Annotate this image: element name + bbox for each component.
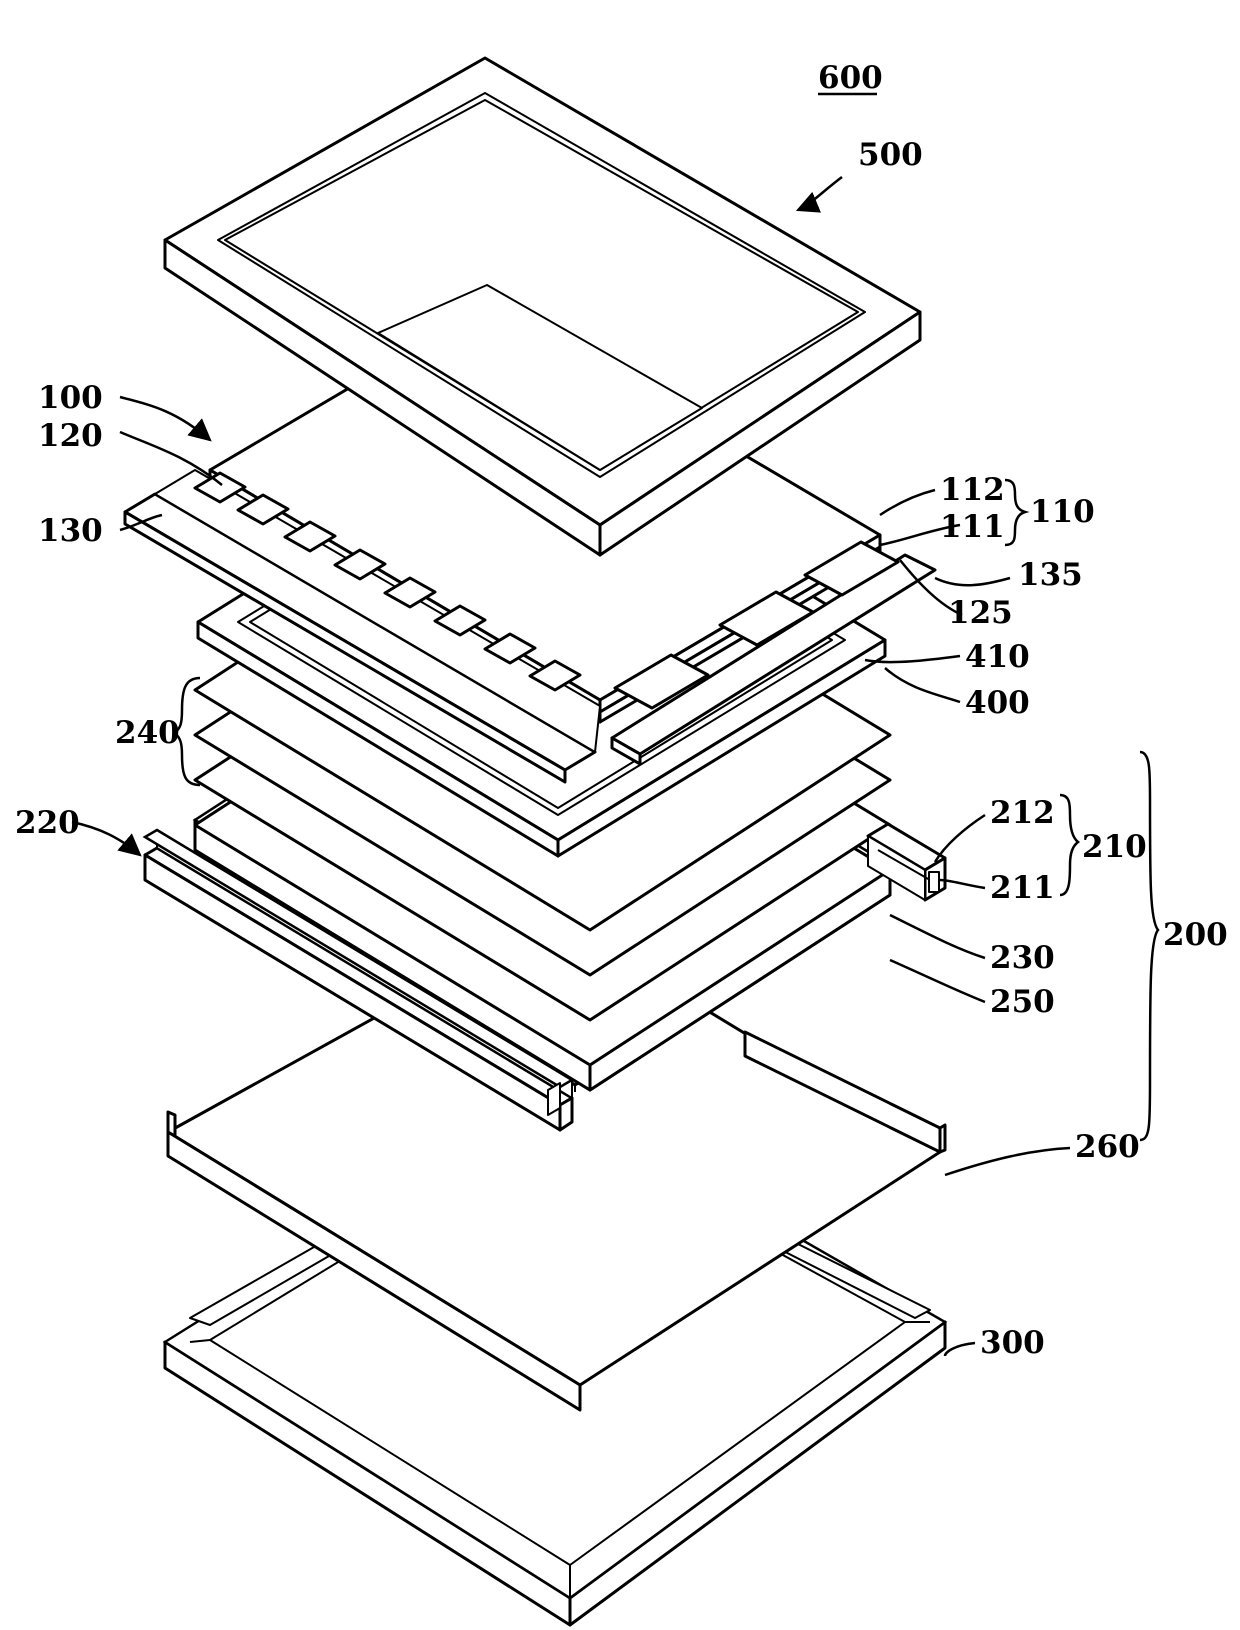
label-120: 120 [38,418,103,454]
label-135: 135 [1018,557,1083,593]
label-200: 200 [1163,917,1228,953]
label-112: 112 [940,472,1005,508]
label-230: 230 [990,940,1055,976]
label-250: 250 [990,984,1055,1020]
label-240: 240 [115,715,180,751]
label-220: 220 [15,805,80,841]
label-111: 111 [940,509,1005,545]
label-130: 130 [38,513,103,549]
label-212: 212 [990,795,1055,831]
label-100: 100 [38,380,103,416]
label-211: 211 [990,870,1055,906]
label-210: 210 [1082,829,1147,865]
label-410: 410 [965,639,1030,675]
label-400: 400 [965,685,1030,721]
label-300: 300 [980,1325,1045,1361]
label-500: 500 [858,137,923,173]
label-125: 125 [948,595,1013,631]
label-260: 260 [1075,1129,1140,1165]
label-110: 110 [1030,494,1095,530]
label-600: 600 [818,60,883,96]
